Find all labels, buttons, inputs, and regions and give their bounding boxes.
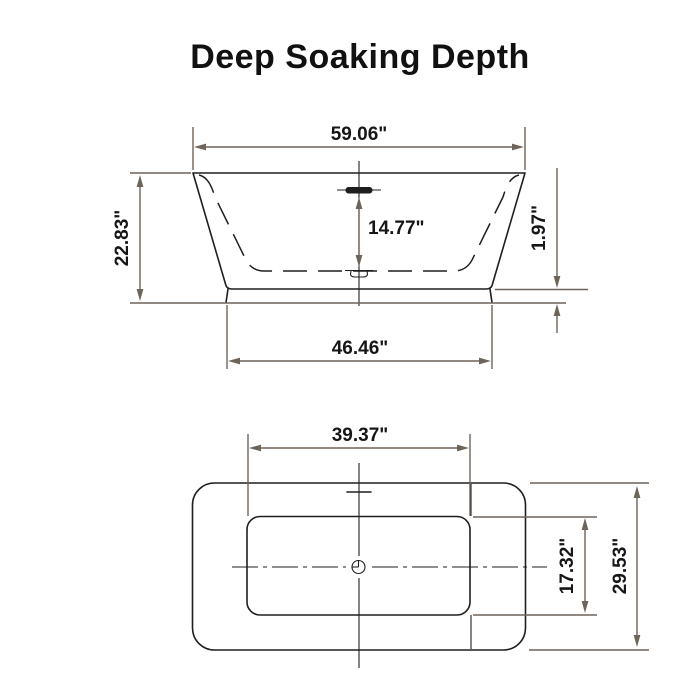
- dim-soaking-depth: 14.77": [355, 197, 425, 267]
- drain-plan-icon: [351, 559, 366, 575]
- dim-base-height-value: 1.97": [529, 205, 550, 251]
- dim-basin-width-value: 17.32": [557, 538, 578, 595]
- dim-overall-width-value: 29.53": [610, 538, 631, 595]
- dim-base-length: 46.46": [226, 305, 493, 369]
- dim-basin-width: 17.32": [557, 518, 589, 613]
- side-elevation-view: 59.06" 22.83" 14.77": [112, 124, 588, 369]
- top-plan-view: 39.37" 17.32" 29.53": [191, 425, 649, 668]
- dim-overall-length-value: 59.06": [331, 124, 388, 145]
- dim-basin-length: 39.37": [247, 425, 471, 516]
- dim-overall-width: 29.53": [610, 486, 641, 647]
- dim-base-height: 1.97": [529, 168, 561, 333]
- dim-overall-height: 22.83": [112, 175, 144, 301]
- overflow-icon: [337, 187, 381, 194]
- diagram-title: Deep Soaking Depth: [190, 38, 530, 76]
- dim-overall-height-value: 22.83": [112, 210, 133, 267]
- drain-side-icon: [345, 269, 373, 278]
- dim-overall-length: 59.06": [192, 124, 526, 170]
- tub-base-plinth: [225, 288, 493, 304]
- dim-base-length-value: 46.46": [332, 338, 389, 359]
- dim-soaking-depth-value: 14.77": [368, 218, 425, 239]
- dim-basin-length-value: 39.37": [332, 425, 389, 446]
